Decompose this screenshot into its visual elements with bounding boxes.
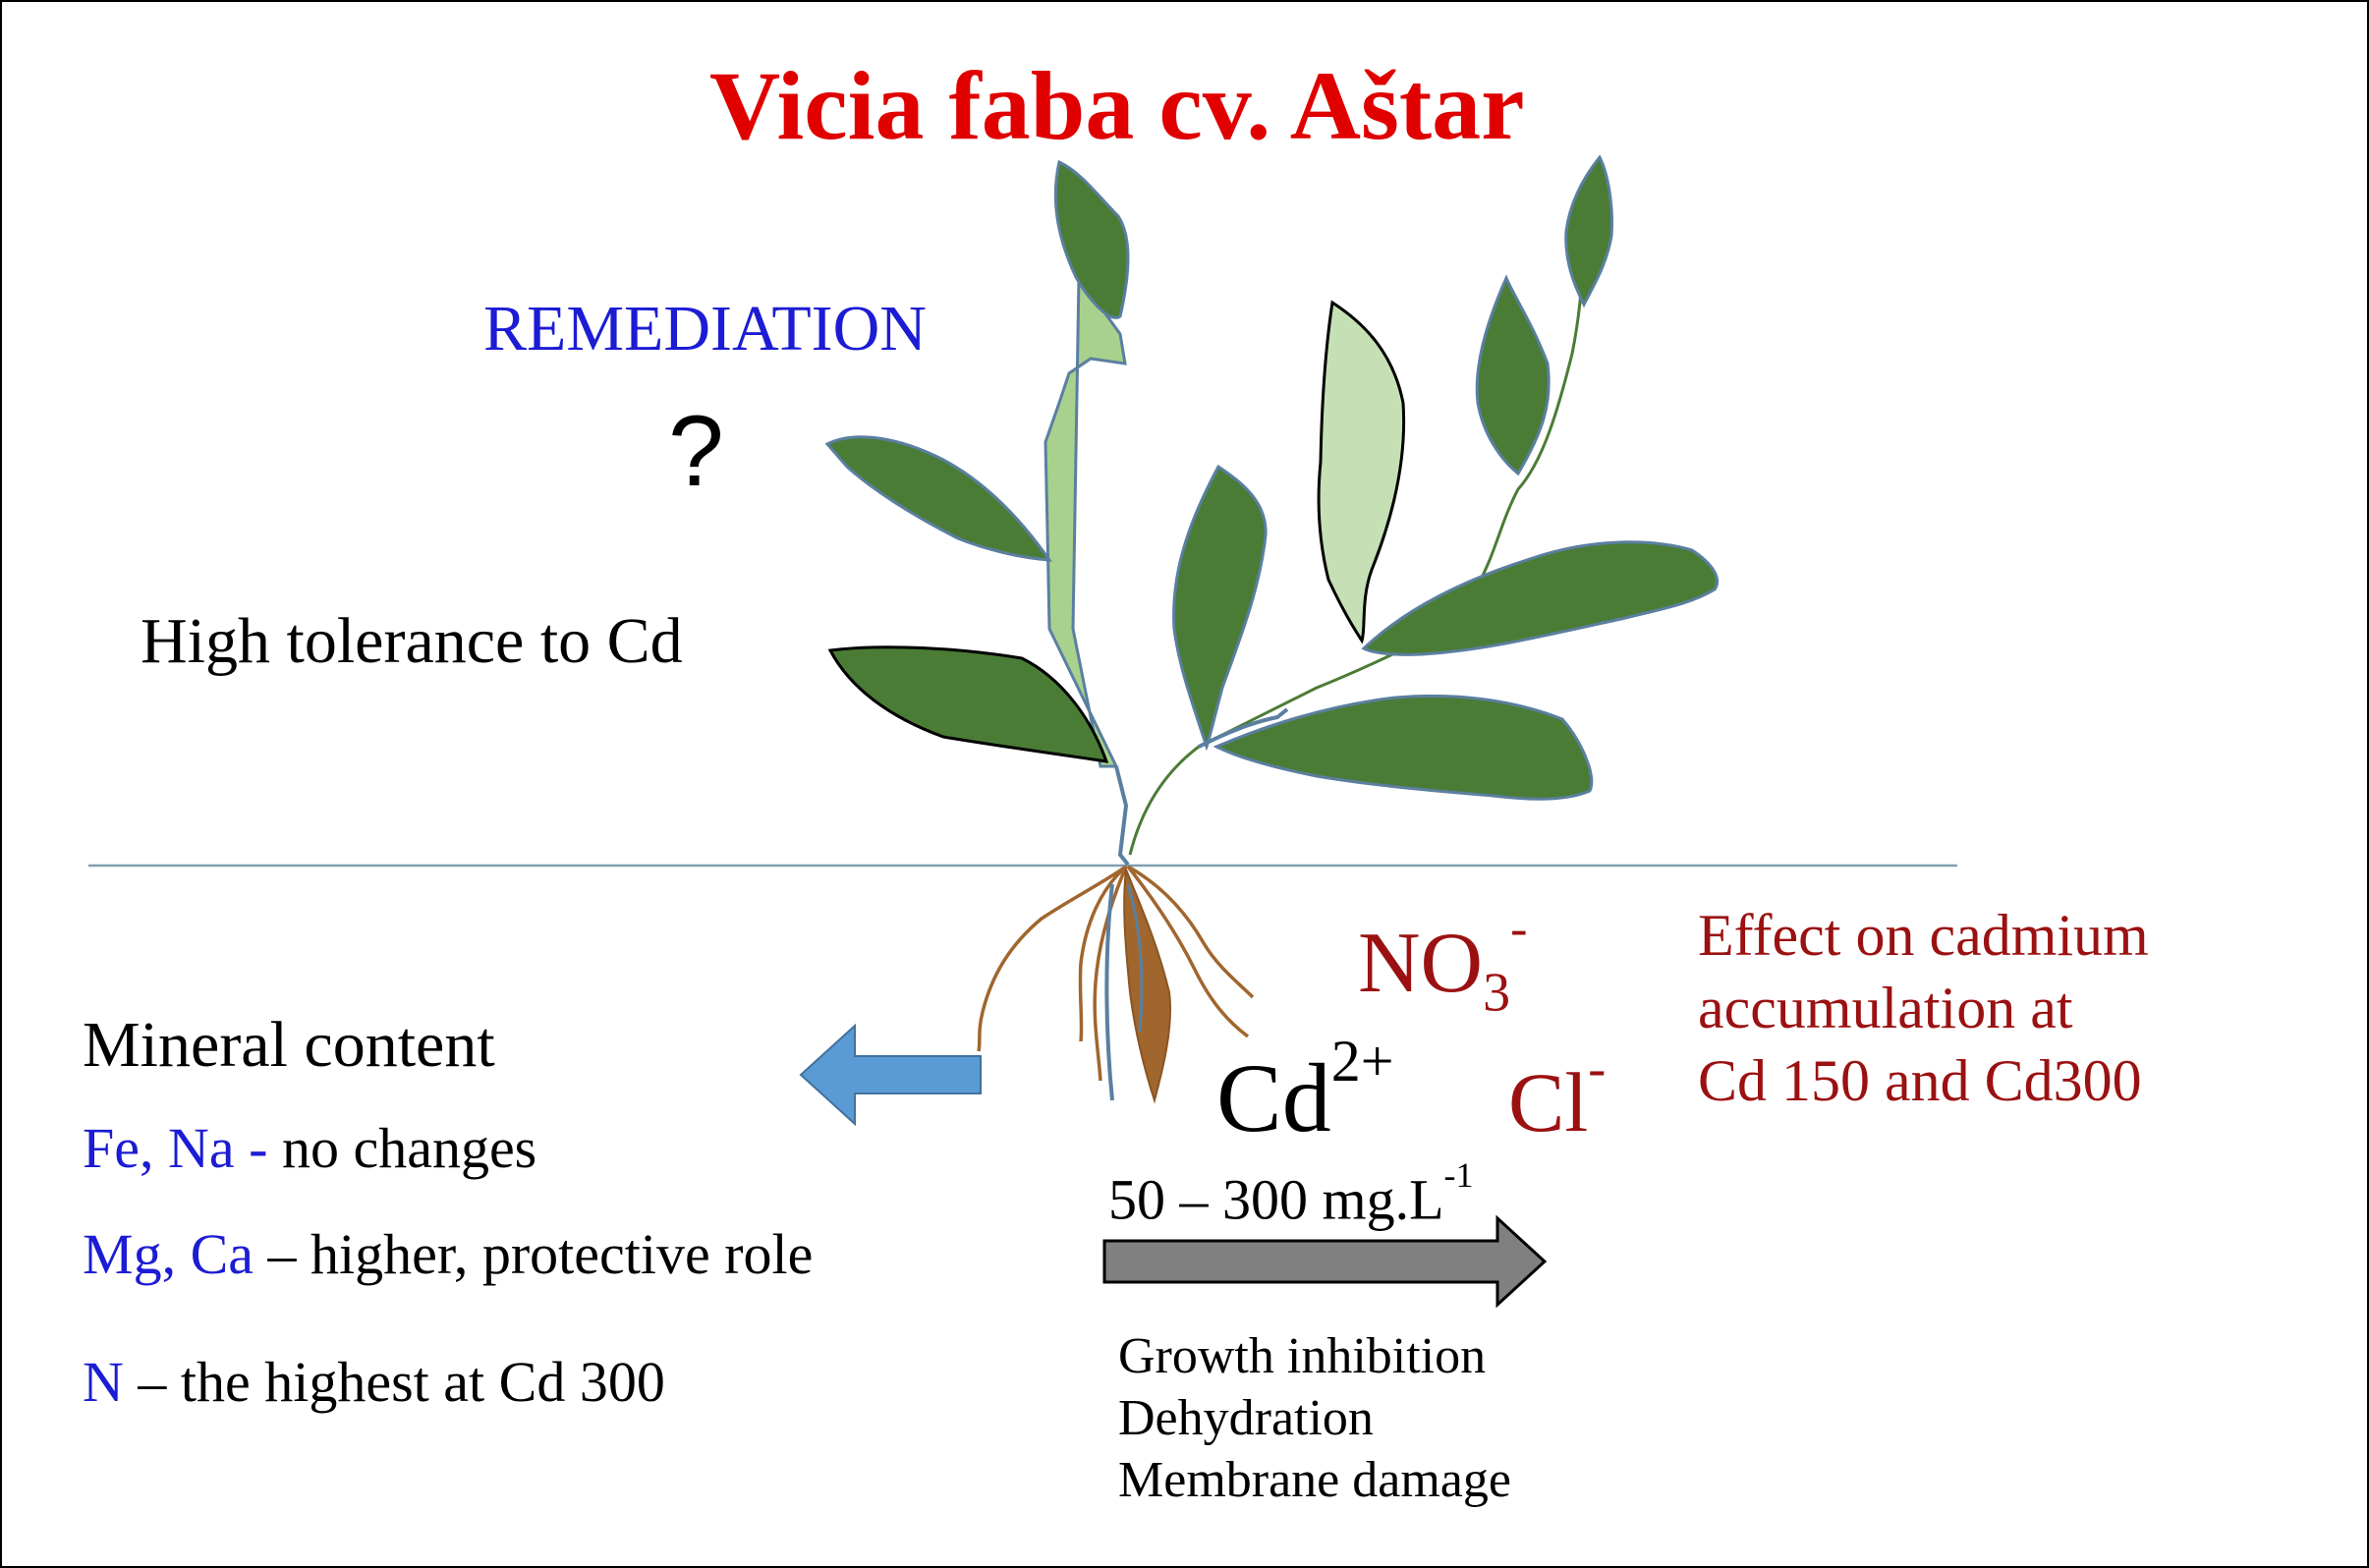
nitrate-base: NO [1358,915,1484,1011]
mineral-elements: Fe, Na - [83,1116,268,1180]
root-edge [1104,883,1114,1101]
mineral-description: – the highest at Cd 300 [123,1350,665,1414]
dose-superscript: -1 [1443,1155,1474,1195]
mineral-row: Fe, Na - no changes [83,1120,536,1177]
roots [977,865,1255,1082]
leaf [1053,159,1130,319]
mineral-elements: Mg, Ca [83,1222,254,1286]
mineral-elements: N [83,1350,124,1414]
root-edge [1126,883,1144,1033]
light-leaf [1317,300,1406,644]
right-arrow-icon [1102,1214,1548,1309]
mineral-description: – higher, protective role [254,1222,814,1286]
dose-label: 50 – 300 mg.L-1 [1108,1157,1474,1228]
leaf [1564,154,1613,308]
effect-item: Dehydration [1118,1390,1374,1446]
tolerance-label: High tolerance to Cd [141,605,683,677]
leaf [1172,464,1268,752]
cadmium-superscript: 2+ [1330,1029,1394,1093]
chloride-ion: Cl- [1508,1041,1606,1145]
mineral-description: no changes [267,1116,537,1180]
effect-line-3: Cd 150 and Cd300 [1698,1048,2142,1113]
mineral-content-title: Mineral content [83,1009,495,1081]
mineral-row: N – the highest at Cd 300 [83,1354,665,1411]
nitrate-subscript: 3 [1483,962,1511,1024]
mineral-row: Mg, Ca – higher, protective role [83,1226,813,1283]
chloride-superscript: - [1588,1038,1607,1097]
leaf [827,645,1109,763]
taproot [1123,868,1171,1104]
leaf [1475,274,1551,476]
left-arrow-icon [799,1023,982,1127]
effect-item: Membrane damage [1118,1452,1511,1508]
leaf [824,435,1053,562]
leaf [1361,540,1720,656]
dose-text: 50 – 300 mg.L [1108,1167,1444,1232]
nitrate-ion: NO3- [1358,901,1528,1024]
diagram-title: Vicia faba cv. Aštar [709,51,1525,160]
cadmium-base: Cd [1216,1043,1331,1152]
chloride-base: Cl [1508,1054,1589,1149]
nitrate-superscript: - [1510,901,1528,957]
stem-base [1114,765,1130,867]
cadmium-ion: Cd2+ [1216,1032,1394,1148]
main-stem [1043,272,1127,768]
leaf [1213,694,1594,801]
remediation-label: REMEDIATION [483,293,927,364]
effect-line-1: Effect on cadmium [1698,903,2149,968]
effect-item: Growth inhibition [1118,1328,1487,1384]
effect-line-2: accumulation at [1698,976,2073,1040]
question-mark: ? [668,395,724,507]
